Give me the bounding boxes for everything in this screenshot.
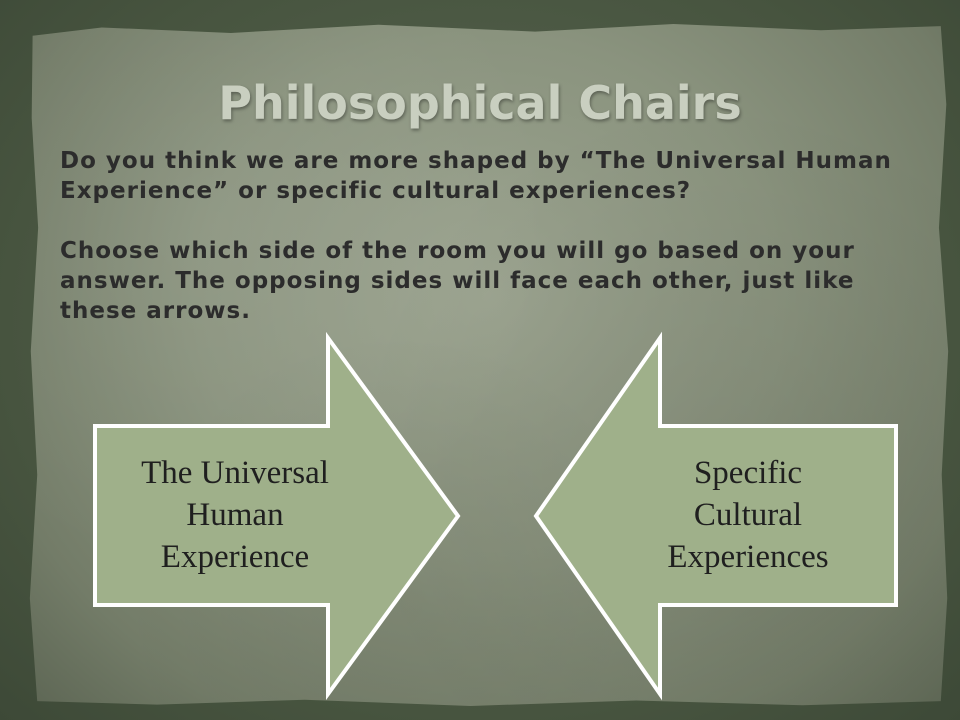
right-pointing-arrow — [93, 331, 461, 701]
label-line: The Universal — [141, 455, 329, 491]
cultural-experiences-label: Specific Cultural Experiences — [620, 452, 876, 578]
label-line: Experiences — [667, 539, 829, 575]
prompt-text: Do you think we are more shaped by “The … — [60, 146, 940, 326]
slide-title: Philosophical Chairs — [218, 76, 742, 130]
label-line: Specific — [693, 455, 803, 491]
question-text: Do you think we are more shaped by “The … — [60, 148, 892, 204]
universal-experience-label: The Universal Human Experience — [105, 452, 365, 578]
label-line: Experience — [160, 539, 310, 575]
label-line: Human — [186, 497, 284, 533]
left-pointing-arrow — [533, 331, 898, 701]
label-line: Cultural — [693, 497, 803, 533]
instructions-text: Choose which side of the room you will g… — [60, 238, 855, 324]
